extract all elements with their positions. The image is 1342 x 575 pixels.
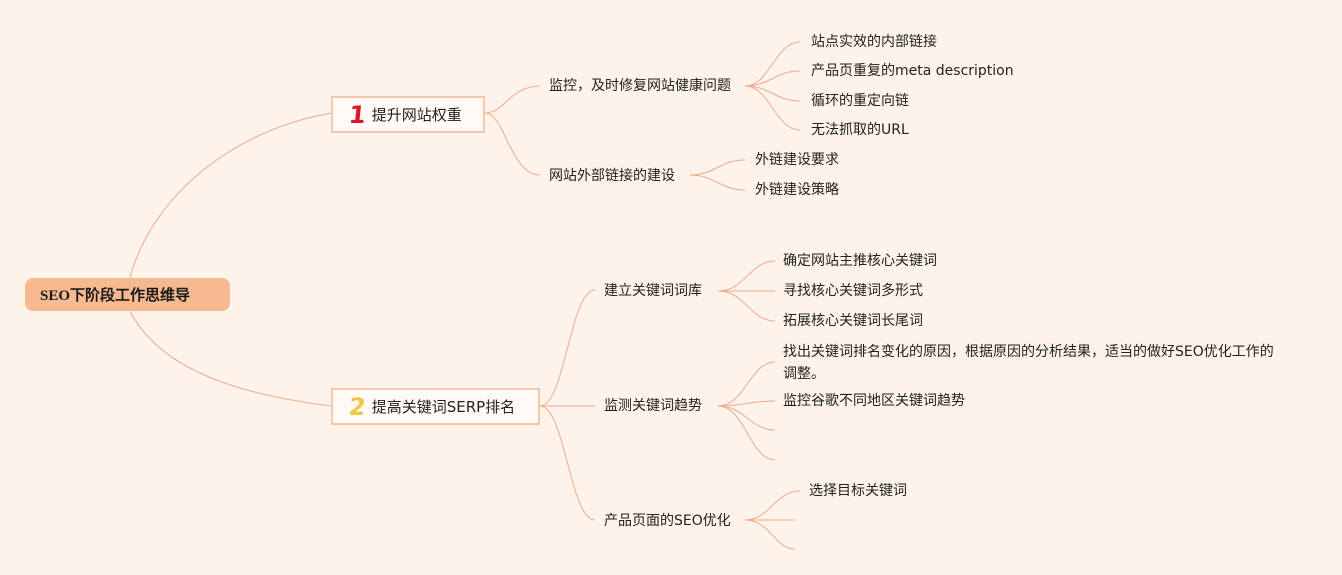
item-2-1-1[interactable]: 确定网站主推核心关键词 <box>783 253 937 269</box>
subtopic-2-2[interactable]: 监测关键词趋势 <box>604 398 702 414</box>
root-topic[interactable]: SEO下阶段工作思维导 <box>25 278 230 311</box>
item-2-1-2[interactable]: 寻找核心关键词多形式 <box>783 283 923 299</box>
main-topic-2[interactable]: 2 提高关键词SERP排名 <box>331 388 540 425</box>
item-2-3-1[interactable]: 选择目标关键词 <box>809 483 907 499</box>
item-1-2-2[interactable]: 外链建设策略 <box>755 182 839 198</box>
item-1-1-4[interactable]: 无法抓取的URL <box>811 122 909 138</box>
main-topic-1[interactable]: 1 提升网站权重 <box>331 96 485 133</box>
item-1-1-2[interactable]: 产品页重复的meta description <box>811 63 1014 79</box>
item-2-1-3[interactable]: 拓展核心关键词长尾词 <box>783 313 923 329</box>
number-1-icon: 1 <box>347 100 368 129</box>
item-2-2-2[interactable]: 监控谷歌不同地区关键词趋势 <box>783 393 965 409</box>
main-topic-2-label: 提高关键词SERP排名 <box>371 398 516 416</box>
subtopic-1-1[interactable]: 监控，及时修复网站健康问题 <box>549 78 731 94</box>
subtopic-2-1[interactable]: 建立关键词词库 <box>604 283 702 299</box>
item-1-2-1[interactable]: 外链建设要求 <box>755 152 839 168</box>
subtopic-2-3[interactable]: 产品页面的SEO优化 <box>604 513 731 529</box>
item-1-1-3[interactable]: 循环的重定向链 <box>811 93 909 109</box>
item-2-2-1[interactable]: 找出关键词排名变化的原因，根据原因的分析结果，适当的做好SEO优化工作的调整。 <box>783 344 1274 382</box>
item-1-1-1[interactable]: 站点实效的内部链接 <box>811 34 937 50</box>
main-topic-1-label: 提升网站权重 <box>371 106 462 124</box>
subtopic-1-2[interactable]: 网站外部链接的建设 <box>549 168 675 184</box>
number-2-icon: 2 <box>347 392 368 421</box>
